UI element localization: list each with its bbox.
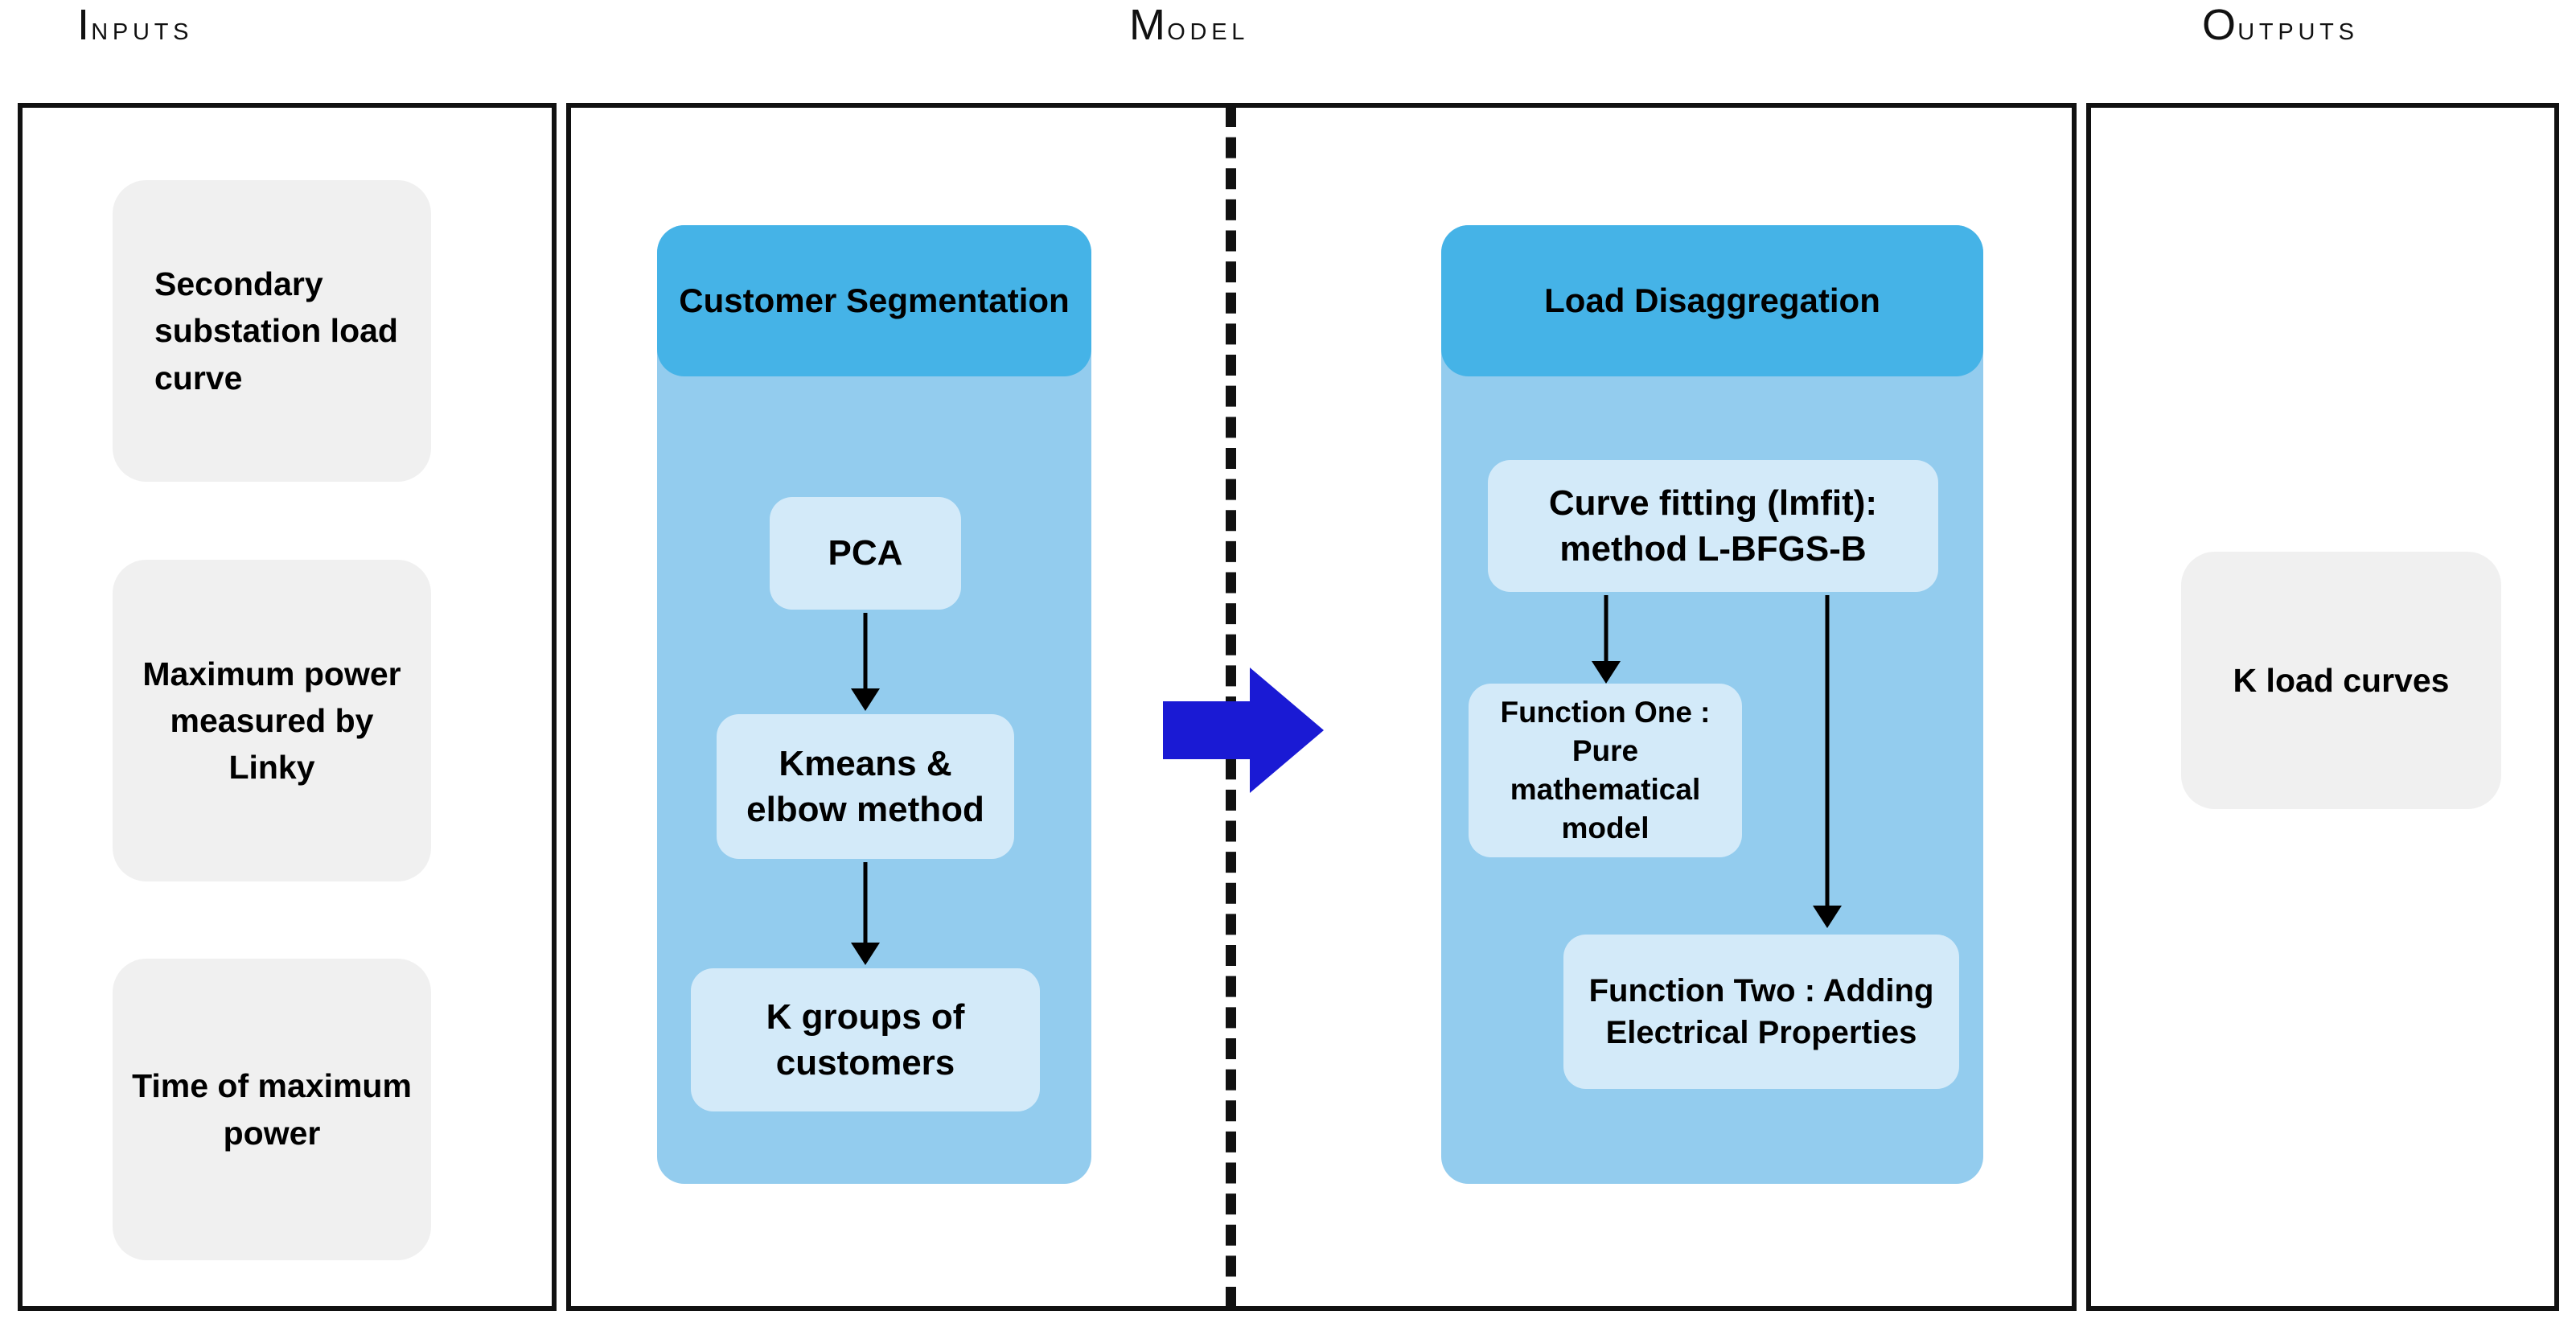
output-card-label: K load curves [2233, 661, 2450, 699]
node-label: Function One : Pure mathematical model [1500, 695, 1711, 845]
column-title-outputs-rest: utputs [2237, 10, 2359, 47]
column-title-model-capital: M [1129, 1, 1168, 49]
input-card-secondary-substation-load-curve: Secondary substation load curve [113, 180, 431, 482]
output-card-k-load-curves: K load curves [2181, 552, 2501, 809]
column-title-inputs: Inputs [77, 3, 193, 47]
arrow-curvefitting-to-function-two [1811, 595, 1843, 928]
column-title-model-rest: odel [1167, 10, 1250, 47]
stage-load-disaggregation: Load Disaggregation Curve fitting (lmfit… [1441, 225, 1983, 1184]
node-pca: PCA [770, 497, 961, 610]
arrow-shaft [1604, 595, 1608, 663]
node-label: Curve fitting (lmfit): method L-BFGS-B [1548, 483, 1878, 569]
stage-customer-segmentation: Customer Segmentation PCA Kmeans & elbow… [657, 225, 1091, 1184]
arrow-head-icon [1592, 661, 1621, 684]
column-title-outputs-capital: O [2202, 1, 2238, 49]
stage-title: Load Disaggregation [1544, 281, 1880, 319]
column-title-model: Model [1129, 3, 1249, 47]
arrow-head-icon [851, 943, 880, 965]
node-k-groups-of-customers: K groups of customers [691, 968, 1040, 1111]
node-label: K groups of customers [766, 996, 965, 1083]
input-card-maximum-power-measured-by-linky: Maximum power measured by Linky [113, 560, 431, 881]
node-label: PCA [828, 533, 903, 573]
arrow-head-icon [851, 688, 880, 711]
column-title-inputs-rest: nputs [91, 10, 194, 47]
flow-arrow-right-icon [1163, 668, 1324, 793]
column-title-inputs-capital: I [77, 1, 92, 49]
column-title-outputs: Outputs [2202, 3, 2359, 47]
node-curve-fitting-lmfit: Curve fitting (lmfit): method L-BFGS-B [1488, 460, 1938, 592]
arrow-pca-to-kmeans [849, 613, 881, 711]
input-card-label: Maximum power measured by Linky [142, 655, 401, 787]
arrow-kmeans-to-kgroups [849, 862, 881, 965]
node-label: Kmeans & elbow method [746, 743, 984, 829]
arrow-shaft [1825, 595, 1830, 907]
arrow-curvefitting-to-function-one [1590, 595, 1622, 684]
node-kmeans-elbow-method: Kmeans & elbow method [717, 714, 1014, 859]
arrow-head-icon [1813, 906, 1842, 928]
input-card-label: Time of maximum power [132, 1067, 412, 1152]
input-card-label: Secondary substation load curve [154, 265, 398, 396]
arrow-shaft [863, 862, 868, 944]
node-function-one: Function One : Pure mathematical model [1469, 684, 1742, 857]
stage-header-customer-segmentation: Customer Segmentation [657, 225, 1091, 376]
input-card-time-of-maximum-power: Time of maximum power [113, 959, 431, 1260]
stage-header-load-disaggregation: Load Disaggregation [1441, 225, 1983, 376]
arrow-shaft [863, 613, 868, 690]
stage-title: Customer Segmentation [679, 281, 1070, 319]
node-function-two: Function Two : Adding Electrical Propert… [1563, 935, 1959, 1089]
node-label: Function Two : Adding Electrical Propert… [1588, 973, 1934, 1050]
